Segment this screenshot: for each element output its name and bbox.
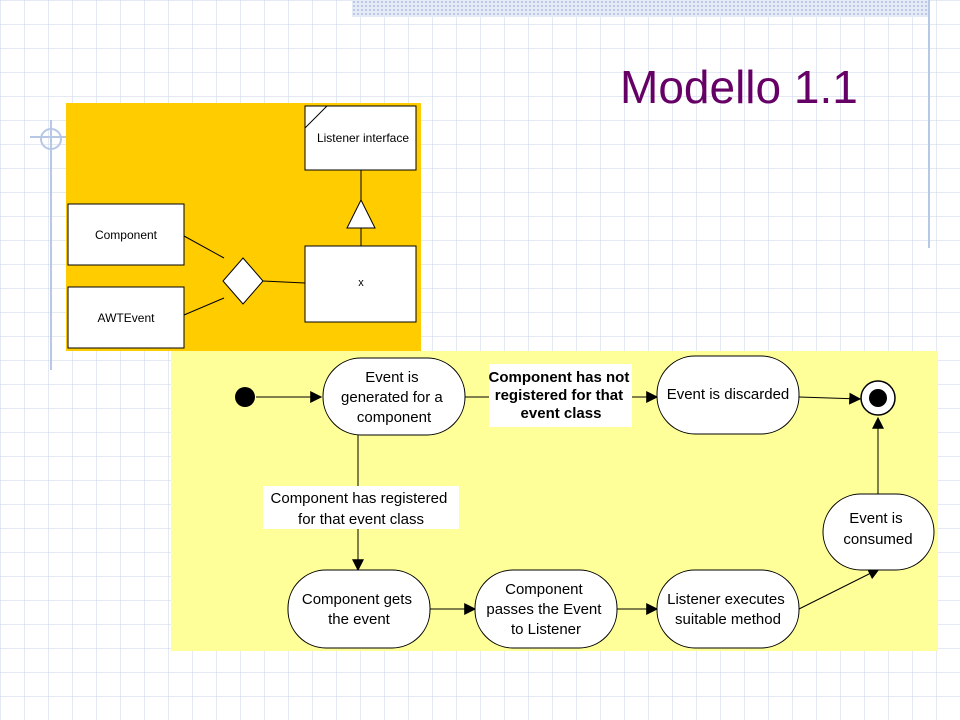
- state-gets-event: Component gets the event: [287, 569, 431, 649]
- right-decoration-line: [928, 0, 930, 248]
- association-diamond-icon: [222, 257, 264, 305]
- activity-diagram: Component has not registered for that ev…: [171, 351, 938, 651]
- generalization-triangle-icon: [346, 198, 376, 229]
- guard-not-registered-line-3: event class: [521, 405, 602, 422]
- state-gets-event-line-2: the event: [328, 611, 391, 628]
- x-association-line: [262, 280, 306, 284]
- state-event-consumed: Event is consumed: [822, 493, 935, 571]
- state-listener-executes-line-1: Listener executes: [667, 591, 785, 608]
- state-passes-event-line-2: passes the Event: [486, 601, 602, 618]
- listener-interface-label: Listener interface: [317, 131, 409, 145]
- svg-text:Component passes the E: Component passes the Event to Listener: [486, 581, 605, 638]
- state-event-consumed-line-1: Event is: [849, 510, 902, 527]
- state-passes-event-line-3: to Listener: [511, 621, 581, 638]
- slide-title: Modello 1.1: [620, 61, 858, 113]
- guard-not-registered: Component has not registered for that ev…: [489, 364, 634, 427]
- class-x: x: [304, 245, 417, 323]
- state-event-generated-line-3: component: [357, 409, 432, 426]
- state-event-consumed-line-2: consumed: [843, 531, 912, 548]
- state-passes-event-line-1: Component: [505, 581, 583, 598]
- left-decoration-line: [50, 120, 52, 370]
- executes-to-consumed-transition: [798, 568, 881, 610]
- guard-has-registered-line-1: Component has registered: [271, 490, 448, 507]
- state-event-generated-line-1: Event is: [365, 369, 418, 386]
- guard-not-registered-line-1: Component has not: [489, 369, 630, 386]
- state-event-discarded-label: Event is discarded: [667, 386, 790, 403]
- state-listener-executes-line-2: suitable method: [675, 611, 781, 628]
- svg-text:Component has registered: Component has registered for that event …: [271, 490, 452, 528]
- svg-text:Component has not regi: Component has not registered for that ev…: [489, 369, 634, 422]
- header-decoration-bar: [352, 0, 930, 17]
- class-component: Component: [67, 203, 185, 266]
- state-event-discarded: Event is discarded: [656, 355, 800, 435]
- state-gets-event-line-1: Component gets: [302, 591, 412, 608]
- class-diagram: Listener interface Component AWTEvent x: [66, 103, 421, 351]
- svg-text:Listener executes suit: Listener executes suitable method: [667, 591, 789, 628]
- x-class-label: x: [358, 277, 364, 289]
- state-passes-event: Component passes the Event to Listener: [474, 569, 618, 649]
- discard-to-final-transition: [798, 392, 862, 405]
- state-listener-executes: Listener executes suitable method: [656, 569, 800, 649]
- state-event-generated: Event is generated for a component: [322, 357, 466, 436]
- guard-has-registered: Component has registered for that event …: [263, 486, 459, 529]
- initial-node-icon: [235, 387, 255, 407]
- left-decoration-ring: [40, 128, 62, 150]
- state-event-generated-line-2: generated for a: [341, 389, 443, 406]
- interface-corner-mark: [304, 105, 328, 129]
- svg-text:Component gets the eve: Component gets the event: [302, 591, 416, 628]
- svg-text:Event is generated for: Event is generated for a component: [341, 369, 447, 426]
- svg-text:Event is consumed: Event is consumed: [843, 510, 912, 548]
- guard-not-registered-line-2: registered for that: [495, 387, 623, 404]
- component-class-label: Component: [95, 228, 158, 242]
- guard-has-registered-line-2: for that event class: [298, 511, 424, 528]
- component-association-line: [183, 235, 225, 259]
- class-listener-interface: Listener interface: [304, 105, 417, 171]
- awtevent-association-line: [183, 297, 225, 316]
- awtevent-class-label: AWTEvent: [98, 311, 156, 325]
- class-awtevent: AWTEvent: [67, 286, 185, 349]
- final-node-dot-icon: [869, 389, 887, 407]
